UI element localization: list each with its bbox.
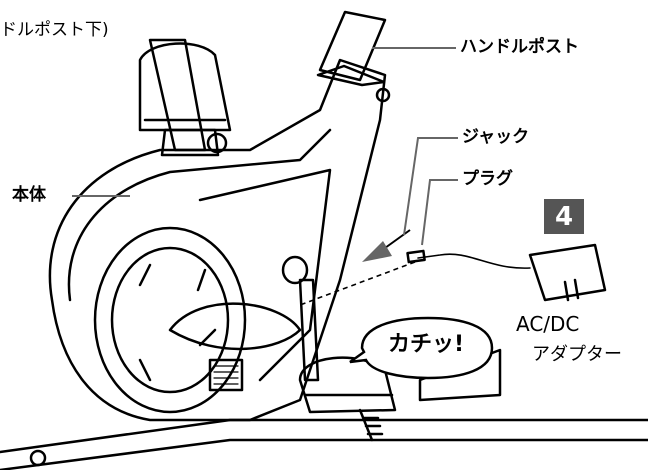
handle-post-label: ハンドルポスト: [460, 37, 579, 57]
body-shell: [48, 58, 387, 422]
plug-label: プラグ: [462, 169, 513, 189]
seat-post: [148, 38, 207, 152]
insert-arrow-shaft: [384, 229, 411, 249]
flywheel-spoke-4: [138, 358, 152, 382]
click-bubble: [349, 316, 494, 380]
top-pedal: [138, 42, 232, 132]
crank-arm: [298, 278, 320, 382]
crank-cover: [168, 302, 302, 351]
plug: [406, 249, 426, 264]
leader-jack: [403, 137, 458, 236]
base-rail-lower: [0, 438, 648, 470]
step-number-badge: 4: [544, 199, 584, 234]
handle-post-collar: [316, 64, 386, 87]
click-sound-text: カチッ!: [387, 332, 465, 357]
adapter-cable: [417, 253, 531, 269]
body-shell-inner: [67, 128, 332, 302]
flywheel-inner: [110, 246, 230, 394]
adapter-prongs: [563, 278, 580, 302]
ac-adapter: [528, 243, 607, 302]
jack-port: [281, 255, 309, 285]
flywheel-spoke-3: [198, 328, 217, 347]
adapter-label-line2: アダプター: [532, 344, 622, 365]
handle-post-bolt: [375, 87, 391, 103]
connection-dashes: [299, 261, 416, 306]
body-label: 本体: [12, 185, 46, 205]
flywheel-spoke-1: [138, 263, 152, 287]
flywheel-outer: [93, 226, 247, 414]
pedal-spring: [358, 408, 384, 442]
leader-plug: [421, 179, 458, 246]
top-partial-label: ドルポスト下): [0, 20, 109, 40]
base-bolt: [29, 449, 47, 467]
vent-grill: [208, 358, 244, 392]
handle-post: [318, 10, 387, 82]
seat-knob: [206, 132, 228, 154]
body-front-panel: [198, 168, 332, 382]
base-rail: [0, 418, 648, 454]
jack-label: ジャック: [462, 127, 530, 147]
insert-arrow-head: [362, 241, 392, 262]
lower-pedal: [298, 356, 397, 414]
flywheel-spoke-2: [196, 268, 207, 292]
adapter-label-line1: AC/DC: [516, 312, 580, 336]
